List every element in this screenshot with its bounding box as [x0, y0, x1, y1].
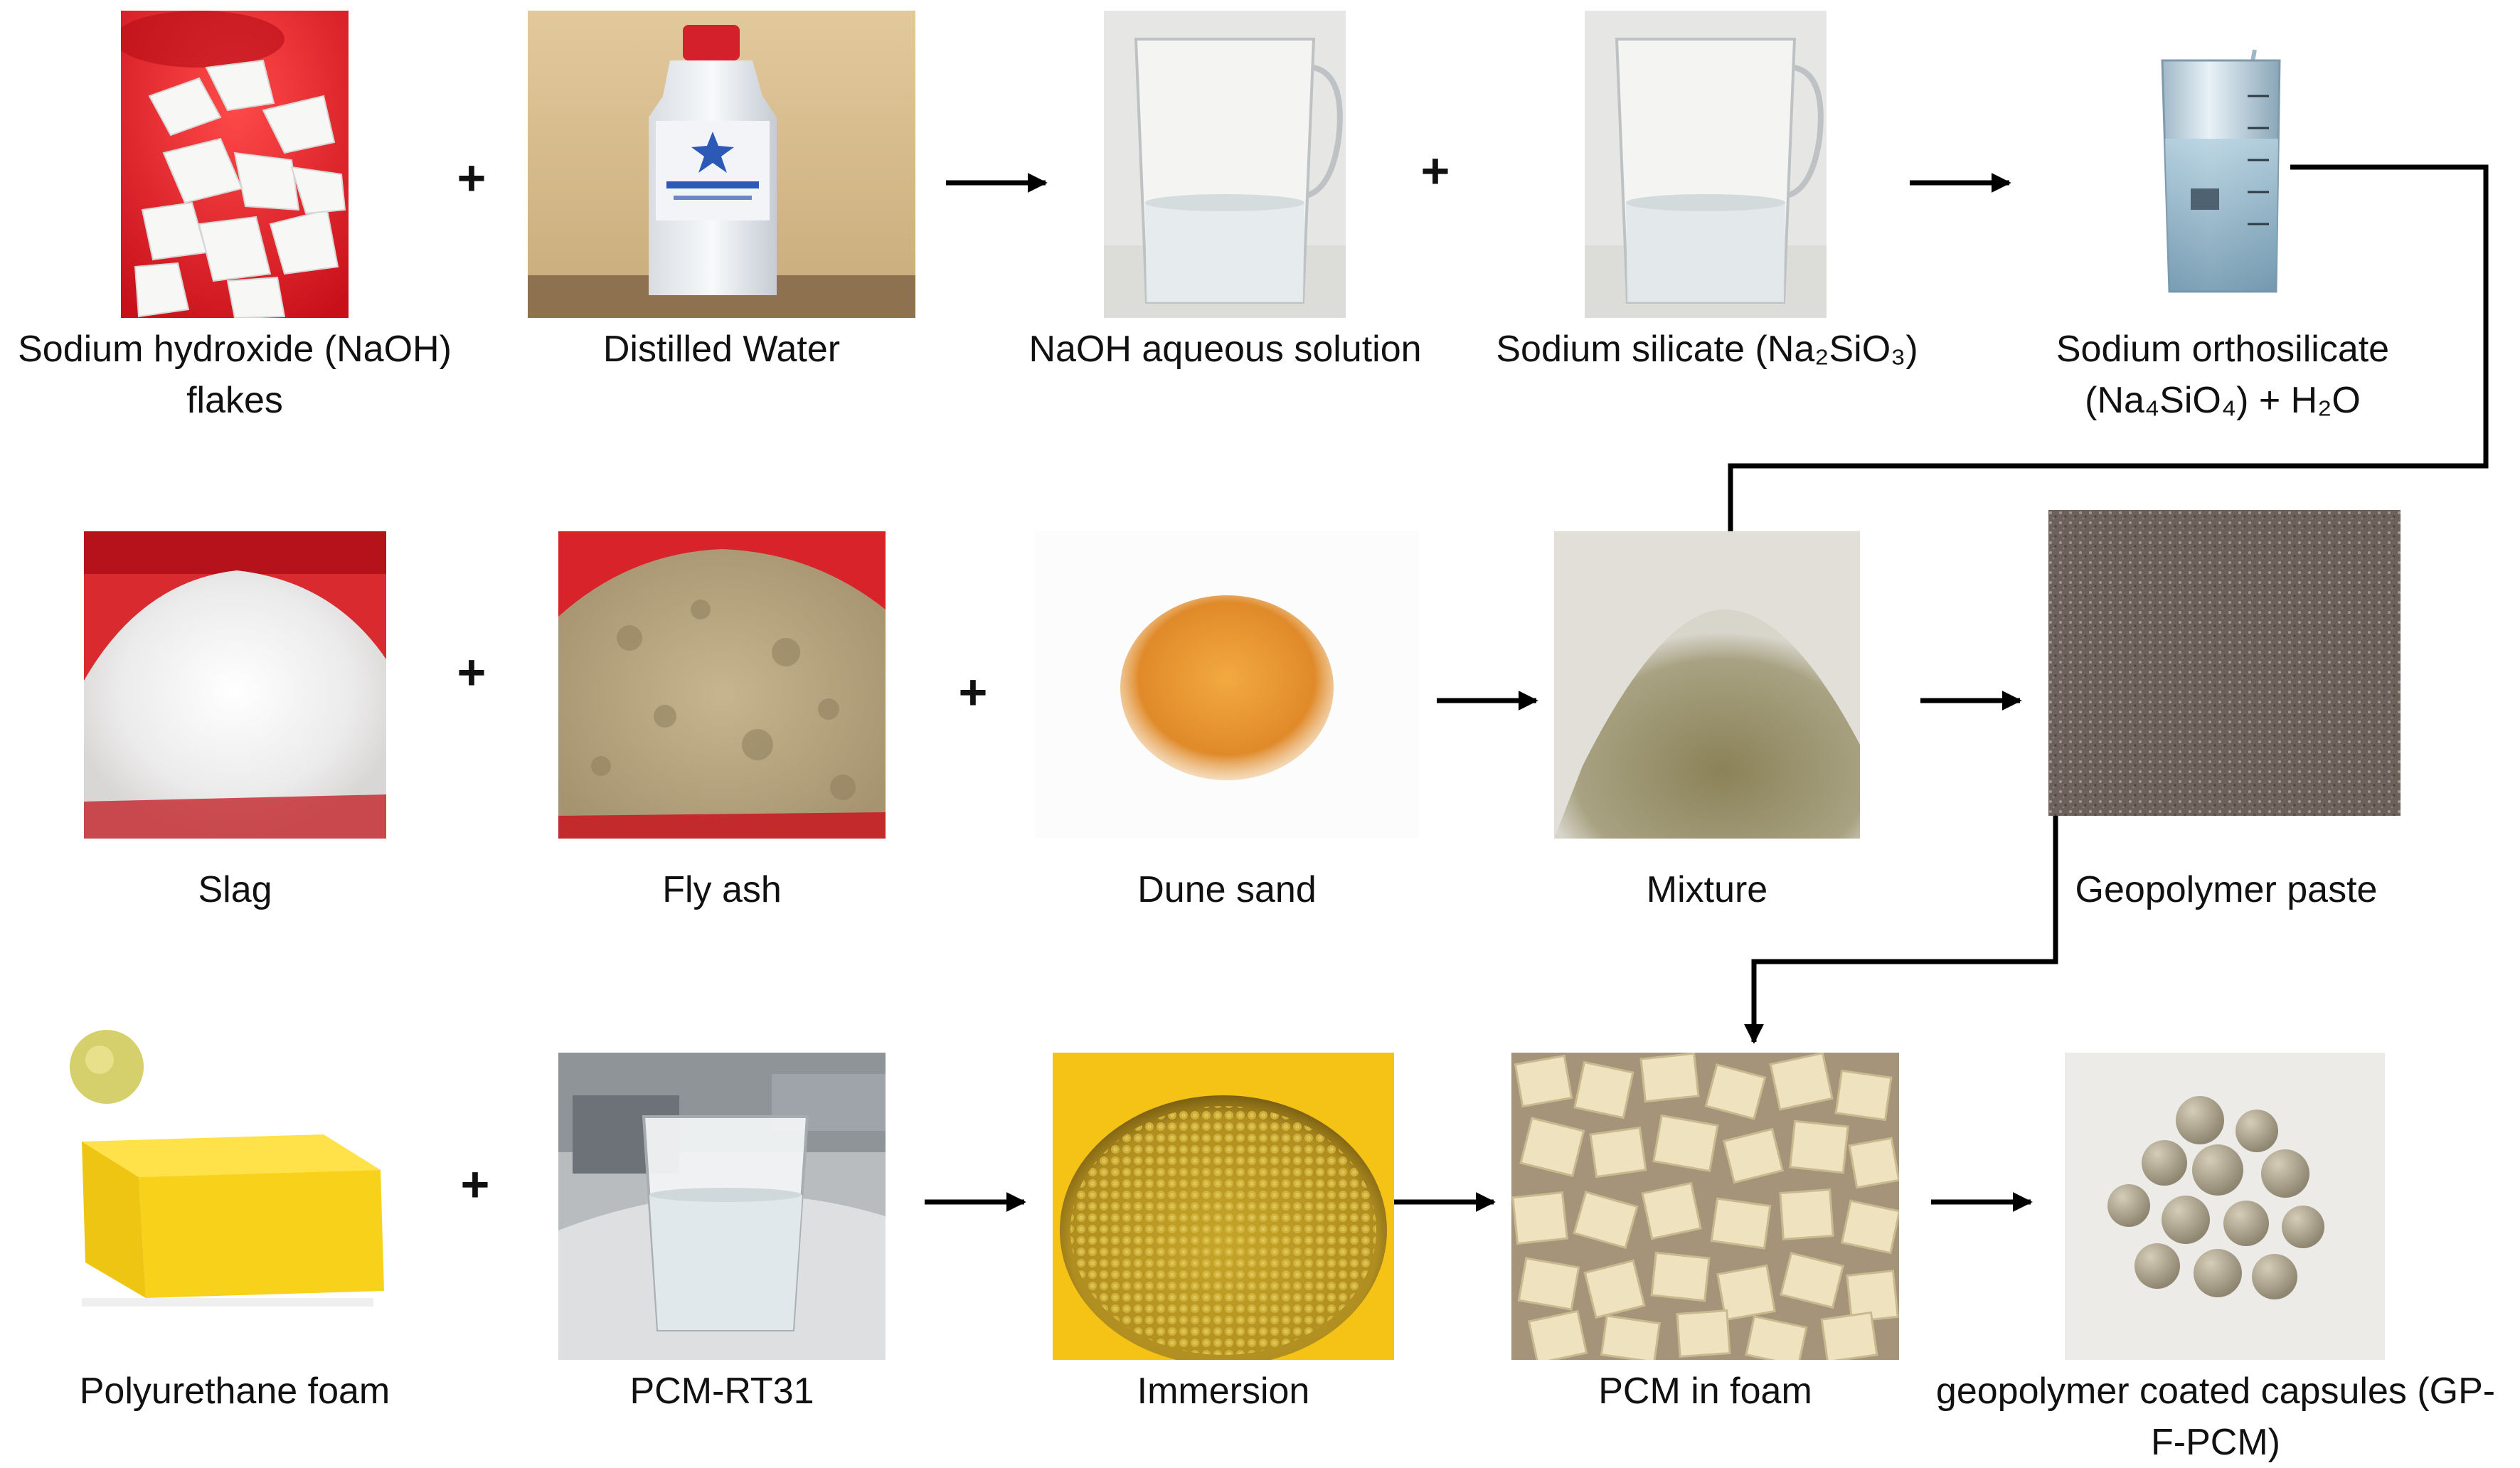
capsules-photo — [2065, 1053, 2385, 1360]
dune-sand-photo — [1035, 531, 1419, 839]
pcm-rt31-photo — [558, 1053, 886, 1360]
sodium-silicate-photo — [1585, 11, 1827, 318]
naoh-flakes-photo — [121, 11, 349, 318]
plus-sign-4: + — [958, 664, 988, 720]
fly-ash-photo — [558, 531, 886, 839]
paste-label: Geopolymer paste — [2075, 869, 2378, 910]
pcm-in-foam-photo — [1511, 1053, 1899, 1360]
plus-sign-1: + — [457, 150, 487, 206]
capsules-label-line1: geopolymer coated capsules (GP- — [1935, 1371, 2496, 1412]
foam-label: Polyurethane foam — [79, 1371, 390, 1412]
pcm-label: PCM-RT31 — [629, 1371, 814, 1412]
connector-ortho-to-mixture — [1721, 164, 2489, 553]
naoh-label-line2: flakes — [186, 380, 283, 421]
ortho-label-line1: Sodium orthosilicate — [2056, 329, 2390, 370]
ortho-label-line2: (Na₄SiO₄) + H₂O — [2085, 380, 2361, 421]
mixture-photo — [1554, 531, 1860, 839]
plus-sign-2: + — [1420, 143, 1450, 198]
capsules-label: geopolymer coated capsules (GP- F-PCM) — [1920, 1366, 2511, 1468]
capsules-label-line2: F-PCM) — [2151, 1422, 2280, 1463]
connector-paste-to-pcmfoam — [1744, 814, 2058, 1044]
naoh-solution-photo — [1104, 11, 1346, 318]
solution-label: NaOH aqueous solution — [1028, 329, 1422, 370]
naoh-label: Sodium hydroxide (NaOH) flakes — [0, 324, 469, 426]
water-label: Distilled Water — [602, 329, 841, 370]
immersion-photo — [1053, 1053, 1394, 1360]
orthosilicate-beaker-photo — [2148, 46, 2290, 299]
slag-photo — [84, 531, 386, 839]
ortho-label: Sodium orthosilicate (Na₄SiO₄) + H₂O — [1992, 324, 2454, 426]
silicate-label: Sodium silicate (Na₂SiO₃) — [1496, 329, 1918, 370]
pcmfoam-label: PCM in foam — [1598, 1371, 1812, 1412]
distilled-water-photo — [528, 11, 915, 318]
naoh-label-line1: Sodium hydroxide (NaOH) — [18, 329, 452, 370]
flyash-label: Fly ash — [662, 869, 782, 910]
immersion-label: Immersion — [1137, 1371, 1310, 1412]
plus-sign-3: + — [457, 644, 487, 700]
mixture-label: Mixture — [1646, 869, 1768, 910]
sand-label: Dune sand — [1137, 869, 1317, 910]
geopolymer-paste-photo — [2048, 510, 2401, 816]
slag-label: Slag — [198, 869, 272, 910]
polyurethane-foam-photo — [68, 1028, 388, 1376]
plus-sign-5: + — [460, 1156, 490, 1212]
